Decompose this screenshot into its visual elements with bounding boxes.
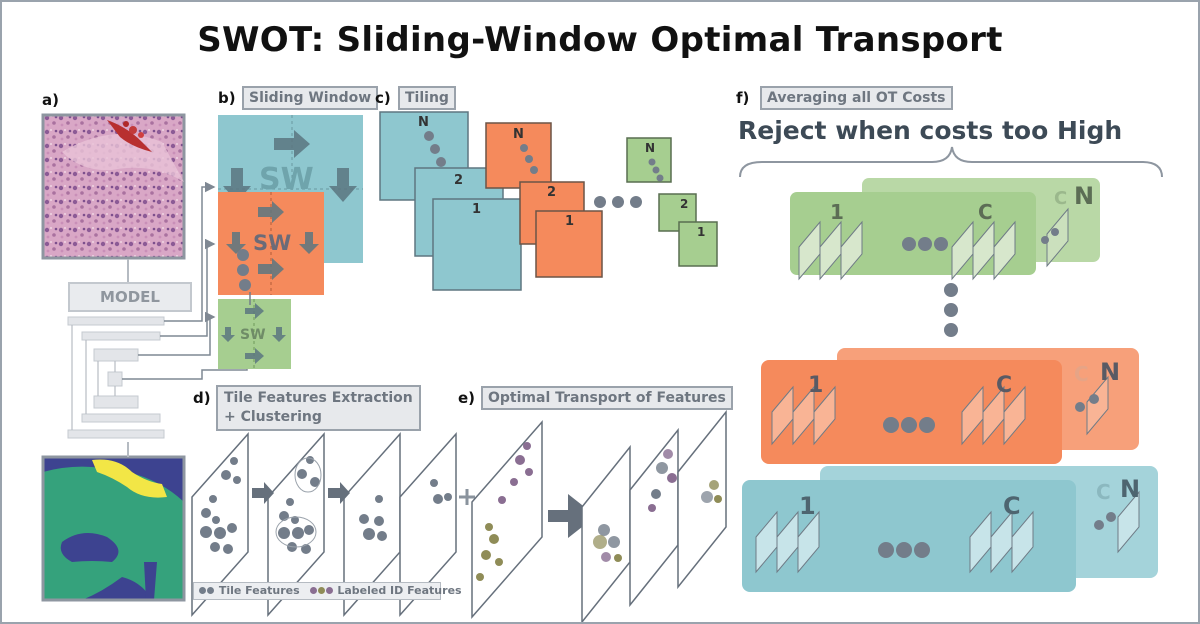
- tile-teal-2: 2: [454, 173, 464, 188]
- tile-teal-n: N: [418, 115, 429, 130]
- legend-tile-features: Tile Features: [218, 584, 300, 597]
- sw-label-green: SW: [240, 327, 266, 343]
- cost-stack-green: [790, 178, 1100, 281]
- tiling-ellipsis-dots: [594, 196, 642, 208]
- tile-green-1: 1: [697, 225, 706, 239]
- sliding-window-green: [218, 299, 291, 369]
- labeled-feature-points: [476, 442, 533, 581]
- transport-planes: [581, 409, 727, 622]
- feature-extraction-tag-line2: + Clustering: [224, 409, 322, 425]
- green-stack-c-back: C: [1054, 188, 1068, 209]
- orange-stack-1: 1: [808, 373, 824, 398]
- panel-c-label: c): [375, 89, 391, 107]
- green-stack-1: 1: [830, 200, 844, 224]
- tile-orange-2: 2: [547, 185, 557, 200]
- tiling-green-stack: [626, 137, 718, 267]
- panel-b-label: b): [218, 89, 236, 107]
- tile-orange-n: N: [513, 127, 524, 142]
- legend-tile-swatch: [199, 584, 215, 597]
- panel-a-label: a): [42, 91, 59, 109]
- model-label: MODEL: [68, 282, 192, 312]
- legend-labeled-id-features: Labeled ID Features: [337, 584, 462, 597]
- tiling-teal-dots: [424, 131, 446, 167]
- tile-orange-1: 1: [565, 214, 575, 229]
- green-stack-n: N: [1074, 182, 1095, 210]
- reject-heading: Reject when costs too High: [738, 116, 1123, 145]
- orange-stack-n: N: [1100, 358, 1121, 386]
- teal-stack-c-back: C: [1096, 480, 1111, 504]
- figure-title: SWOT: Sliding-Window Optimal Transport: [197, 20, 1003, 60]
- cluster-outlines: [275, 457, 322, 548]
- feature-extraction-tag: Tile Features Extraction + Clustering: [216, 385, 421, 431]
- cost-stack-orange: [761, 348, 1139, 464]
- sw-label-orange: SW: [253, 231, 292, 255]
- panel-f-label: f): [736, 89, 750, 107]
- green-stack-c: C: [978, 200, 993, 224]
- teal-stack-n: N: [1120, 475, 1141, 503]
- tile-green-n: N: [645, 141, 656, 155]
- feature-arrows: [252, 482, 350, 504]
- model-network: [67, 259, 165, 457]
- cost-brace: [739, 146, 1163, 178]
- tile-teal-1: 1: [472, 202, 482, 217]
- histology-image: [41, 113, 186, 260]
- segmentation-map: [41, 455, 186, 602]
- tiling-tag: Tiling: [398, 86, 456, 110]
- optimal-transport-tag: Optimal Transport of Features: [481, 386, 733, 410]
- transport-arrow: [548, 494, 596, 538]
- teal-stack-1: 1: [799, 492, 816, 520]
- legend-labeled-swatch: [309, 584, 334, 597]
- tiling-orange-dots: [520, 144, 538, 174]
- tile-green-2: 2: [680, 197, 689, 211]
- averaging-tag: Averaging all OT Costs: [760, 86, 953, 110]
- feature-extraction-tag-line1: Tile Features Extraction: [224, 390, 413, 406]
- sw-label-teal: SW: [259, 162, 314, 197]
- cost-stack-teal: [742, 466, 1158, 592]
- sliding-window-path-dots: [237, 249, 251, 291]
- plus-sign: [459, 489, 475, 505]
- tiling-teal-stack: [379, 111, 522, 291]
- sliding-window-tag: Sliding Window: [242, 86, 379, 110]
- orange-stack-c: C: [996, 373, 1013, 398]
- legend: Tile Features Labeled ID Features: [193, 582, 462, 600]
- cost-ellipsis-vertical: [944, 283, 958, 337]
- tiling-orange-stack: [485, 122, 603, 278]
- panel-e-label: e): [458, 389, 476, 407]
- transport-points: [593, 449, 722, 562]
- tiling-green-dots: [648, 158, 664, 182]
- panel-d-label: d): [193, 389, 211, 407]
- sliding-window-orange: [218, 192, 324, 295]
- teal-stack-c: C: [1003, 492, 1021, 520]
- orange-stack-c-back: C: [1074, 362, 1089, 386]
- labeled-feature-plane: [471, 420, 543, 619]
